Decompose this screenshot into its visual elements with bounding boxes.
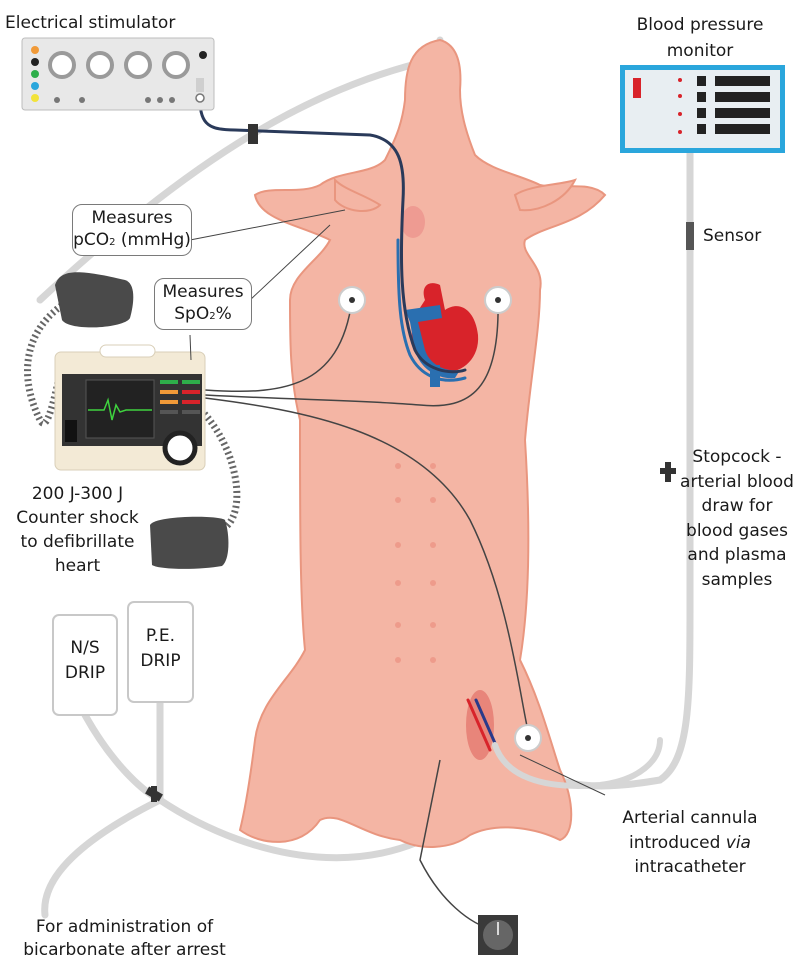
electrical-stimulator: [22, 38, 214, 110]
arterial-cannula-via: via: [726, 833, 751, 853]
pig-silhouette: [240, 40, 605, 847]
bp-monitor-label-line1: Blood pressure: [610, 14, 790, 37]
counter-shock-line4: heart: [5, 554, 150, 578]
spo2-text: SpO: [174, 304, 209, 324]
spo2-callout-line1: Measures: [155, 281, 251, 303]
pco2-callout-line2: pCO2 (mmHg): [73, 229, 191, 254]
defibrillator-paddle-bottom: [150, 517, 228, 569]
counter-shock-line2: Counter shock: [5, 506, 150, 530]
pco2-callout: Measures pCO2 (mmHg): [72, 204, 192, 256]
spo2-callout: Measures SpO2%: [154, 278, 252, 330]
pe-drip-label: P.E. DRIP: [128, 624, 193, 674]
stopcock-line2: arterial blood: [678, 470, 796, 495]
pco2-unit: (mmHg): [116, 230, 191, 250]
ns-drip-line1: N/S: [53, 636, 117, 661]
stopcock-line3: draw for: [678, 494, 796, 519]
counter-shock-line1: 200 J-300 J: [5, 482, 150, 506]
defibrillator-paddle-top: [55, 272, 133, 327]
stopcock-line1: Stopcock -: [678, 445, 796, 470]
bicarbonate-line1: For administration of: [12, 916, 237, 939]
pressure-sensor: [686, 222, 694, 250]
sensor-label: Sensor: [703, 225, 761, 248]
stopcock-label: Stopcock - arterial blood draw for blood…: [678, 445, 796, 592]
spo2-unit: %: [216, 304, 232, 324]
spo2-callout-line2: SpO2%: [155, 303, 251, 328]
pco2-callout-line1: Measures: [73, 207, 191, 229]
ns-drip-label: N/S DRIP: [53, 636, 117, 686]
arterial-stopcock: [660, 462, 676, 482]
pig-snout-spot: [401, 206, 425, 238]
stopcock-line4: blood gases: [678, 519, 796, 544]
arterial-cannula-label: Arterial cannula introduced via intracat…: [600, 806, 780, 880]
pressure-gauge: [478, 915, 518, 955]
pe-drip-line2: DRIP: [128, 649, 193, 674]
counter-shock-line3: to defibrillate: [5, 530, 150, 554]
bicarbonate-line2: bicarbonate after arrest: [12, 939, 237, 962]
bicarbonate-label: For administration of bicarbonate after …: [12, 916, 237, 962]
counter-shock-label: 200 J-300 J Counter shock to defibrillat…: [5, 482, 150, 578]
stopcock-line6: samples: [678, 568, 796, 593]
arterial-cannula-line3: intracatheter: [600, 855, 780, 880]
blood-pressure-monitor: [620, 65, 785, 153]
pco2-text: pCO: [73, 230, 109, 250]
electrical-stimulator-label: Electrical stimulator: [5, 12, 175, 35]
arterial-cannula-line1: Arterial cannula: [600, 806, 780, 831]
bp-monitor-label: Blood pressure monitor: [610, 14, 790, 63]
ns-drip-line2: DRIP: [53, 661, 117, 686]
pe-drip-line1: P.E.: [128, 624, 193, 649]
pig-body: [240, 40, 605, 847]
bp-monitor-label-line2: monitor: [610, 40, 790, 63]
arterial-cannula-introduced: introduced: [629, 833, 726, 853]
arterial-cannula-line2: introduced via: [600, 831, 780, 856]
stopcock-line5: and plasma: [678, 543, 796, 568]
